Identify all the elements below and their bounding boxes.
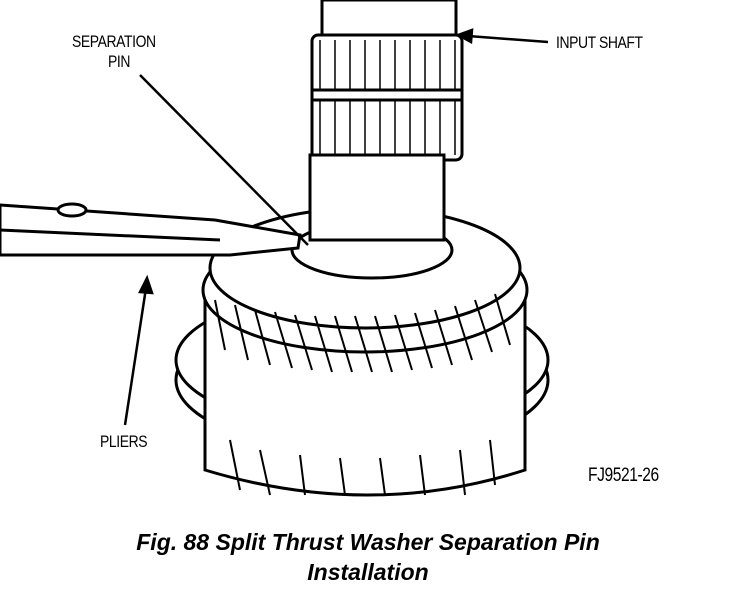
pliers-label: PLIERS — [100, 432, 148, 451]
pliers-arrowhead — [138, 274, 154, 295]
caption-line2: Installation — [307, 559, 429, 585]
input-shaft-arrowhead — [454, 28, 474, 45]
separation-pin-label-line2: PIN — [108, 52, 131, 71]
separation-pin-leader — [139, 74, 309, 246]
pliers-leader — [123, 287, 148, 426]
input-shaft-leader — [467, 34, 549, 44]
input-shaft-label: INPUT SHAFT — [556, 33, 643, 52]
caption-line1: Fig. 88 Split Thrust Washer Separation P… — [136, 529, 600, 555]
input-shaft — [308, 0, 464, 242]
figure-code: FJ9521-26 — [588, 465, 659, 486]
gear-teeth — [214, 293, 511, 496]
pliers — [0, 202, 302, 257]
separation-pin-label-line1: SEPARATION — [72, 32, 156, 51]
